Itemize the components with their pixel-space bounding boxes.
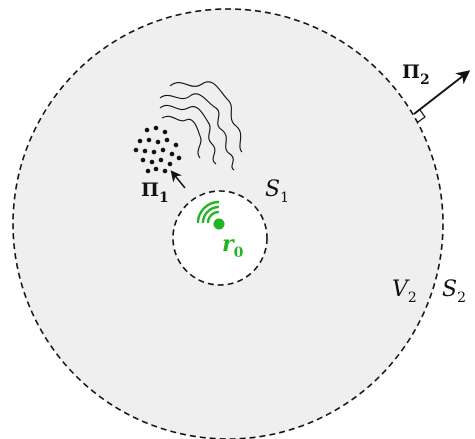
normal-right-angle-marker bbox=[417, 109, 426, 123]
label-r0: r0 bbox=[222, 231, 244, 261]
label-v2: V2 bbox=[392, 277, 417, 306]
scatterer-dot bbox=[158, 157, 164, 163]
scatterer-dot bbox=[160, 147, 166, 153]
scatterer-dot bbox=[176, 155, 182, 161]
signal-arc bbox=[206, 210, 220, 224]
scatterer-dot bbox=[133, 147, 139, 153]
wavy-lines-icon bbox=[159, 81, 243, 171]
signal-arc bbox=[196, 200, 220, 224]
scatterer-dot bbox=[137, 138, 143, 144]
scatterer-dot bbox=[162, 129, 168, 135]
wave-line bbox=[159, 104, 217, 165]
label-s1: S1 bbox=[265, 177, 289, 206]
scatterer-dot bbox=[173, 142, 179, 148]
inner-flux-arrow bbox=[170, 170, 186, 189]
scatterer-dot bbox=[167, 161, 173, 167]
scatterer-dot bbox=[162, 168, 168, 174]
outer-flux-arrow bbox=[413, 70, 471, 115]
particle-cloud-icon bbox=[133, 125, 182, 174]
label-pi1: Π1 bbox=[141, 179, 169, 206]
signal-arc bbox=[201, 205, 220, 224]
wireless-signal-icon bbox=[196, 200, 225, 230]
scatterer-dot bbox=[142, 148, 148, 154]
scatterer-dot bbox=[153, 166, 159, 172]
inner-surface-s1 bbox=[172, 190, 268, 286]
source-dot bbox=[213, 218, 225, 230]
scatterer-dot bbox=[164, 137, 170, 143]
scatterer-dot bbox=[144, 127, 150, 133]
scatterer-dot bbox=[146, 137, 152, 143]
label-s2: S2 bbox=[442, 277, 466, 306]
scatterer-dot bbox=[169, 151, 175, 157]
scatterer-dot bbox=[140, 157, 146, 163]
label-pi2: Π2 bbox=[402, 61, 430, 88]
scatterer-dot bbox=[151, 149, 157, 155]
wave-line bbox=[169, 81, 243, 153]
scatterer-dot bbox=[155, 139, 161, 145]
scatterer-dot bbox=[153, 125, 159, 131]
scatterer-dot bbox=[149, 159, 155, 165]
wave-line bbox=[159, 93, 235, 171]
scatterer-dot bbox=[145, 168, 151, 174]
wave-line bbox=[161, 115, 202, 159]
